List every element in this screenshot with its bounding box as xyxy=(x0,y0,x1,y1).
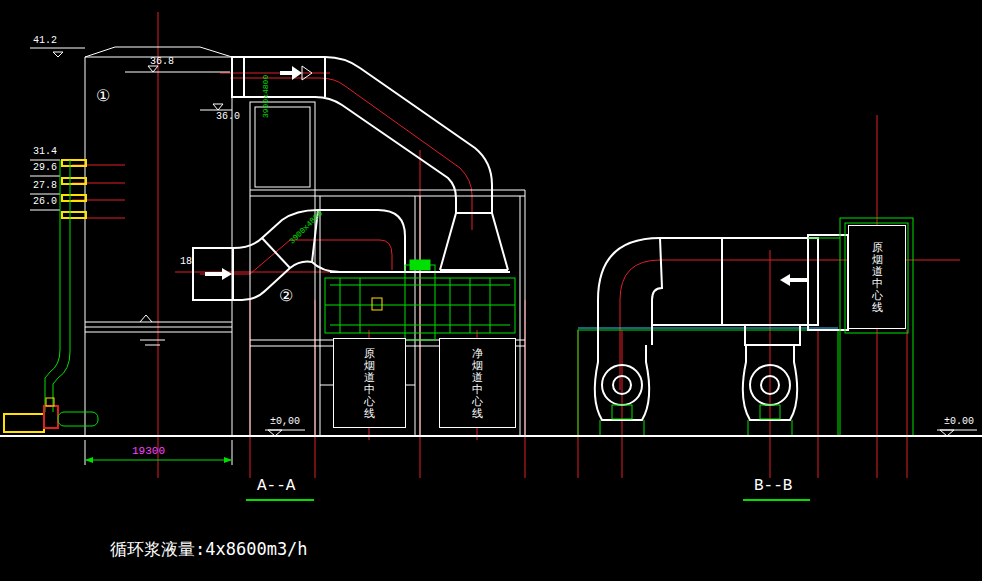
vertical-label: 原烟道中心线 xyxy=(364,348,375,421)
dimension-label: 36.0 xyxy=(216,112,240,122)
spray-header xyxy=(62,160,86,218)
ground-line xyxy=(0,435,982,437)
dimension-label: ±0,00 xyxy=(270,417,300,427)
dimension-label: 31.4 xyxy=(33,147,57,157)
inlet-duct xyxy=(193,210,405,300)
dimension-label: 27.8 xyxy=(33,181,57,191)
dimension-label: ① xyxy=(96,89,110,105)
absorber-tower xyxy=(30,47,232,436)
dimension-label: 19300 xyxy=(132,446,165,457)
circulation-pump xyxy=(4,398,98,432)
flow-arrow xyxy=(205,66,808,286)
dimension-label: 26.0 xyxy=(33,197,57,207)
inlet-housing xyxy=(808,218,913,436)
vertical-label: 净烟道中心线 xyxy=(472,348,483,421)
dimension-label: B--B xyxy=(754,478,792,494)
dimension-label: 36.8 xyxy=(150,57,174,67)
centre-lines xyxy=(72,12,960,478)
dimension-label: 3900x4800 xyxy=(262,75,270,118)
centre-line-box: 净烟道中心线 xyxy=(439,338,516,428)
ggh-heater xyxy=(325,260,515,340)
steel-frame xyxy=(250,102,525,436)
dimension-label: A--A xyxy=(257,478,295,494)
vertical-label: 原烟道中心线 xyxy=(872,242,883,315)
fan-inlet-duct xyxy=(598,235,848,345)
section-underline xyxy=(246,499,314,501)
outlet-duct xyxy=(232,57,508,270)
centre-line-box: 原烟道中心线 xyxy=(333,338,406,428)
dimension-line xyxy=(85,440,232,465)
dimension-label: 29.6 xyxy=(33,163,57,173)
level-mark xyxy=(53,52,977,436)
caption: 循环浆液量:4x8600m3/h xyxy=(110,538,308,561)
dimension-label: 18 xyxy=(180,257,192,267)
section-underline xyxy=(743,499,810,501)
centre-line-box: 原烟道中心线 xyxy=(848,225,906,329)
dimension-label: 41.2 xyxy=(33,36,57,46)
dimension-label: ② xyxy=(279,289,293,305)
dimension-label: ±0.00 xyxy=(944,417,974,427)
